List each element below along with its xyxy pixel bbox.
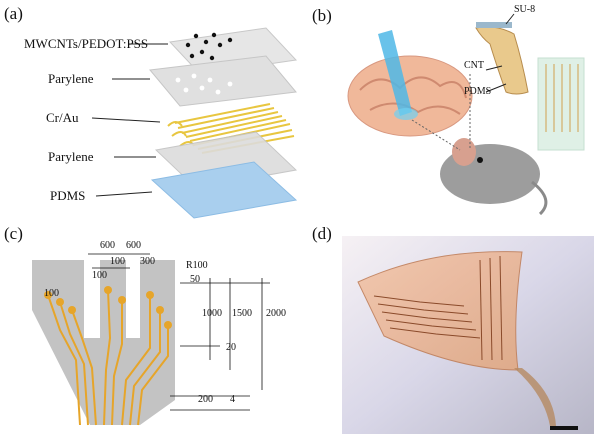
dim-100-b: 100 [92, 270, 107, 281]
substrate [32, 260, 175, 425]
panel-a: (a) [0, 0, 300, 220]
dim-200: 200 [198, 394, 213, 405]
leader-lines-a [92, 44, 168, 196]
electrode-board [538, 58, 584, 150]
dim-2000: 2000 [266, 308, 286, 319]
layer-stack-diagram [0, 0, 300, 220]
dim-300: 300 [140, 256, 155, 267]
dim-50: 50 [190, 274, 200, 285]
layer-label-parylene-bottom: Parylene [48, 149, 93, 165]
device-photo [300, 220, 600, 442]
label-su8: SU-8 [514, 4, 535, 15]
scale-bar [550, 426, 578, 430]
dim-4: 4 [230, 394, 235, 405]
panel-c: (c) [0, 220, 300, 442]
layer-label-parylene-top: Parylene [48, 71, 93, 87]
panel-b: (b) SU-8 [300, 0, 600, 220]
panel-d: (d) [300, 220, 600, 442]
dim-1500: 1500 [232, 308, 252, 319]
dim-600-b: 600 [126, 240, 141, 251]
dim-100-a: 100 [110, 256, 125, 267]
layer-label-cr-au: Cr/Au [46, 110, 79, 126]
label-cnt: CNT [464, 60, 484, 71]
dim-r100: R100 [186, 260, 208, 271]
electrode-dimension-drawing [0, 220, 300, 442]
dim-1000: 1000 [202, 308, 222, 319]
layer-label-pdms: PDMS [50, 188, 85, 204]
layer-label-mwcnts: MWCNTs/PEDOT:PSS [24, 36, 148, 52]
implant-illustration [300, 0, 600, 220]
dim-20: 20 [226, 342, 236, 353]
brain-illustration [348, 56, 472, 136]
dim-100-c: 100 [44, 288, 59, 299]
dim-600-a: 600 [100, 240, 115, 251]
label-pdms: PDMS [464, 86, 491, 97]
